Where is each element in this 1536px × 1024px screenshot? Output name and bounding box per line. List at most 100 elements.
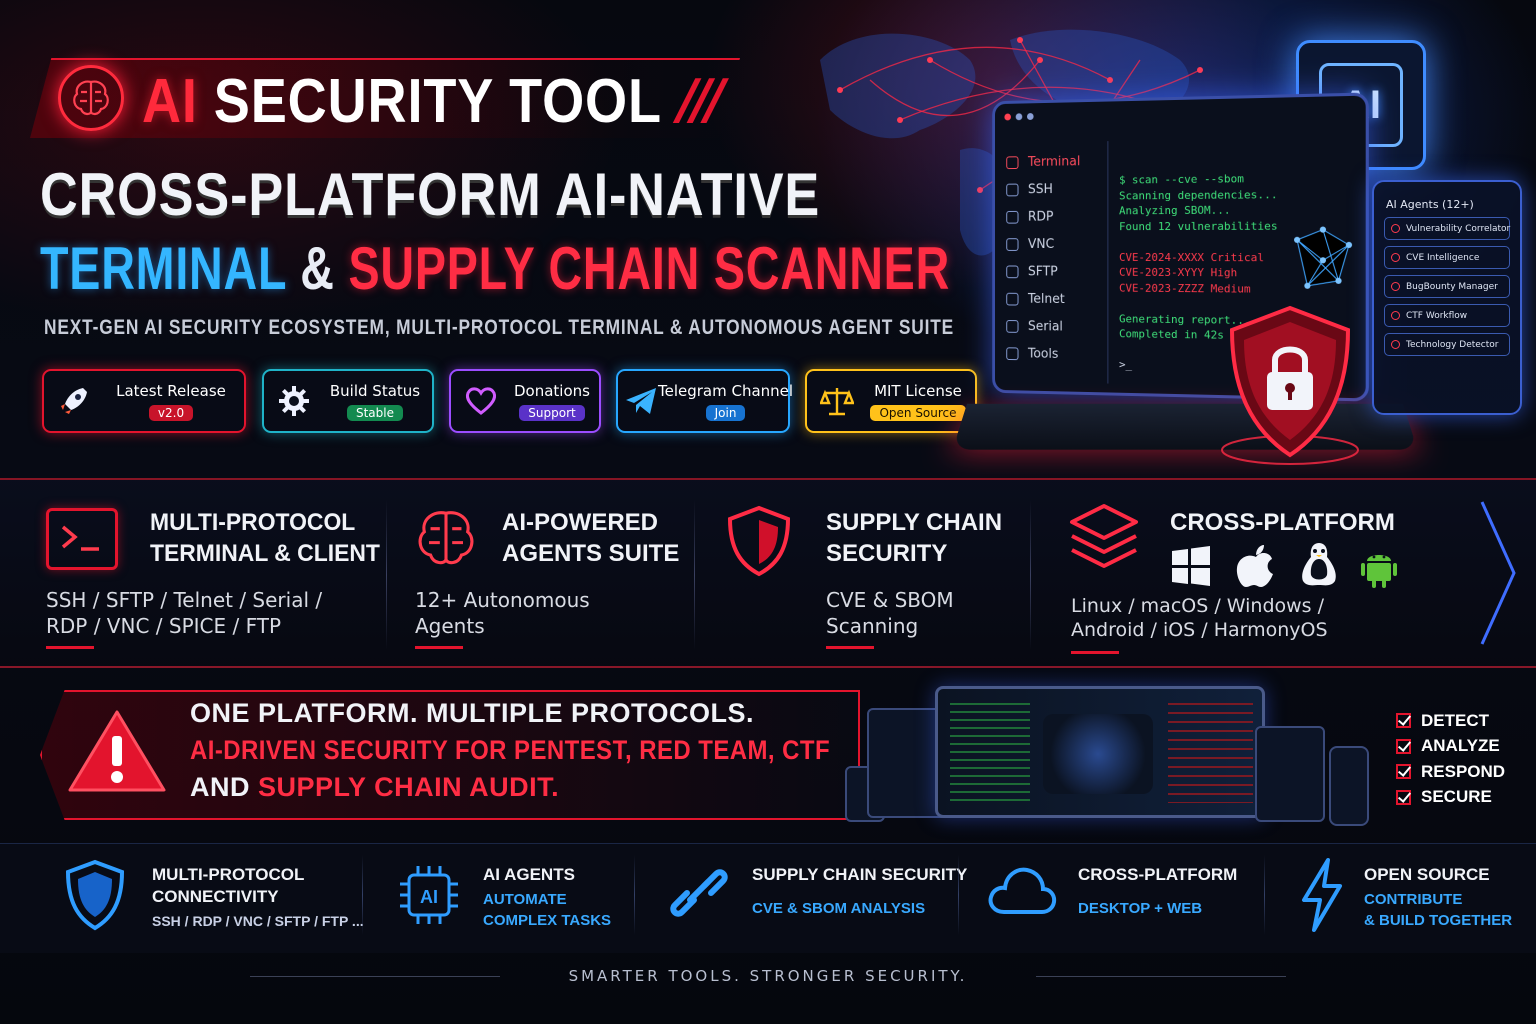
- terminal-line: CVE-2023-XYYY High: [1119, 265, 1238, 280]
- link-icon: [670, 869, 728, 917]
- bottom-sub: SSH / RDP / VNC / SFTP / FTP ...: [152, 913, 364, 929]
- svg-text:AI: AI: [420, 887, 438, 907]
- agent-item[interactable]: Technology Detector: [1384, 333, 1510, 356]
- sidebar-item-serial[interactable]: Serial: [1006, 312, 1106, 341]
- feature-title: CROSS-PLATFORM: [1170, 509, 1395, 536]
- warning-icon: [68, 710, 166, 792]
- footer-tagline: SMARTER TOOLS. STRONGER SECURITY.: [568, 967, 968, 985]
- arrow-right-icon: [1480, 501, 1516, 645]
- check-item: RESPOND: [1396, 759, 1505, 785]
- telegram-badge[interactable]: Telegram Channel Join: [616, 369, 794, 433]
- bottom-band: [0, 843, 1536, 953]
- bottom-sub: CONTRIBUTE& BUILD TOGETHER: [1364, 891, 1513, 929]
- check-item: ANALYZE: [1396, 734, 1505, 760]
- subtitle: NEXT-GEN AI SECURITY ECOSYSTEM, MULTI-PR…: [44, 316, 955, 339]
- gear-icon: [270, 377, 318, 425]
- cloud-icon: [988, 867, 1057, 914]
- shield-icon: [727, 505, 791, 577]
- badge-label: Build Status: [329, 381, 421, 400]
- bottom-title: AI AGENTS: [483, 865, 575, 884]
- check-item: SECURE: [1396, 785, 1505, 811]
- sidebar-item-rdp[interactable]: RDP: [1006, 202, 1106, 230]
- badge-pill: v2.0: [148, 404, 194, 421]
- network-node-graphic: [1294, 226, 1353, 289]
- window-controls: [1004, 113, 1034, 121]
- scales-icon: [813, 377, 861, 425]
- windows-icon: [1172, 546, 1210, 586]
- badge-label: Donations: [514, 381, 590, 400]
- badge-label: Telegram Channel: [658, 381, 794, 400]
- agent-item[interactable]: CVE Intelligence: [1384, 246, 1510, 269]
- tagline-banner: [40, 690, 860, 820]
- terminal-line: $ scan --cve --sbom: [1119, 172, 1244, 187]
- headline-line2: TERMINAL & SUPPLY CHAIN SCANNER: [40, 234, 950, 303]
- badge-pill: Join: [705, 404, 746, 421]
- apple-icon: [1236, 545, 1273, 587]
- device-mockups: [845, 678, 1375, 828]
- headline-ampersand: &: [300, 235, 335, 302]
- slashes-decoration: ///: [678, 68, 725, 131]
- check-item: DETECT: [1396, 708, 1505, 734]
- banner-line1: ONE PLATFORM. MULTIPLE PROTOCOLS.: [190, 698, 754, 728]
- badge-pill: Open Source: [870, 404, 966, 421]
- donations-badge[interactable]: Donations Support: [449, 369, 601, 433]
- sidebar-item-sftp[interactable]: SFTP: [1006, 258, 1106, 286]
- title-band: [30, 58, 740, 138]
- bottom-title: CROSS-PLATFORM: [1078, 865, 1238, 884]
- chip-icon: AI: [400, 866, 458, 924]
- bottom-sub: CVE & SBOM ANALYSIS: [752, 900, 926, 917]
- agent-item[interactable]: BugBounty Manager: [1384, 275, 1510, 298]
- bottom-title: SUPPLY CHAIN SECURITY: [752, 865, 968, 884]
- headline-line1: CROSS-PLATFORM AI-NATIVE: [40, 161, 821, 228]
- build-status-badge[interactable]: Build Status Stable: [262, 369, 434, 433]
- lock-shield-icon: [1221, 305, 1359, 465]
- headline-terminal: TERMINAL: [40, 235, 287, 302]
- badge-pill: Stable: [346, 404, 403, 421]
- layers-icon: [1070, 504, 1138, 568]
- telegram-icon: [624, 377, 658, 425]
- terminal-line: Found 12 vulnerabilities: [1119, 219, 1278, 233]
- license-badge[interactable]: MIT License Open Source: [805, 369, 977, 433]
- agent-item[interactable]: CTF Workflow: [1384, 304, 1510, 327]
- agents-panel-title: AI Agents (12+): [1386, 198, 1474, 211]
- terminal-sidebar: Terminal SSH RDP VNC SFTP Telnet Serial …: [1006, 147, 1106, 369]
- bottom-title: OPEN SOURCE: [1364, 865, 1490, 884]
- sidebar-item-ssh[interactable]: SSH: [1006, 175, 1106, 203]
- banner-line2: AI-DRIVEN SECURITY FOR PENTEST, RED TEAM…: [190, 735, 831, 765]
- terminal-icon: [46, 508, 118, 570]
- heart-icon: [457, 377, 505, 425]
- sidebar-item-tools[interactable]: Tools: [1006, 339, 1106, 368]
- shield-icon: [65, 859, 125, 931]
- banner-line3: AND SUPPLY CHAIN AUDIT.: [190, 772, 560, 802]
- terminal-line: [1119, 234, 1279, 250]
- sidebar-item-vnc[interactable]: VNC: [1006, 230, 1106, 258]
- rocket-icon: [50, 377, 98, 425]
- sidebar-item-terminal[interactable]: Terminal: [1006, 147, 1106, 176]
- tool-title-ai: AI: [142, 67, 198, 136]
- feature-text: SSH / SFTP / Telnet / Serial /RDP / VNC …: [46, 588, 323, 638]
- badge-pill: Support: [519, 404, 585, 421]
- agents-panel: AI Agents (12+) Vulnerability Correlator…: [1372, 180, 1522, 415]
- terminal-line: Analyzing SBOM...: [1119, 203, 1231, 218]
- checklist: DETECT ANALYZE RESPOND SECURE: [1396, 708, 1505, 810]
- feature-text: Linux / macOS / Windows /Android / iOS /…: [1071, 595, 1328, 641]
- brain-icon: [418, 511, 474, 565]
- laptop-screen: Terminal SSH RDP VNC SFTP Telnet Serial …: [992, 92, 1369, 402]
- terminal-line: CVE-2023-ZZZZ Medium: [1119, 281, 1251, 296]
- terminal-line: CVE-2024-XXXX Critical: [1119, 250, 1265, 264]
- bottom-sub: DESKTOP + WEB: [1078, 900, 1203, 917]
- terminal-line: Scanning dependencies...: [1119, 187, 1278, 202]
- latest-release-badge[interactable]: Latest Release v2.0: [42, 369, 246, 433]
- sidebar-item-telnet[interactable]: Telnet: [1006, 285, 1106, 313]
- linux-icon: [1302, 543, 1336, 586]
- tool-title-rest: SECURITY TOOL: [213, 67, 662, 136]
- agent-item[interactable]: Vulnerability Correlator: [1384, 217, 1510, 240]
- android-icon: [1361, 555, 1397, 588]
